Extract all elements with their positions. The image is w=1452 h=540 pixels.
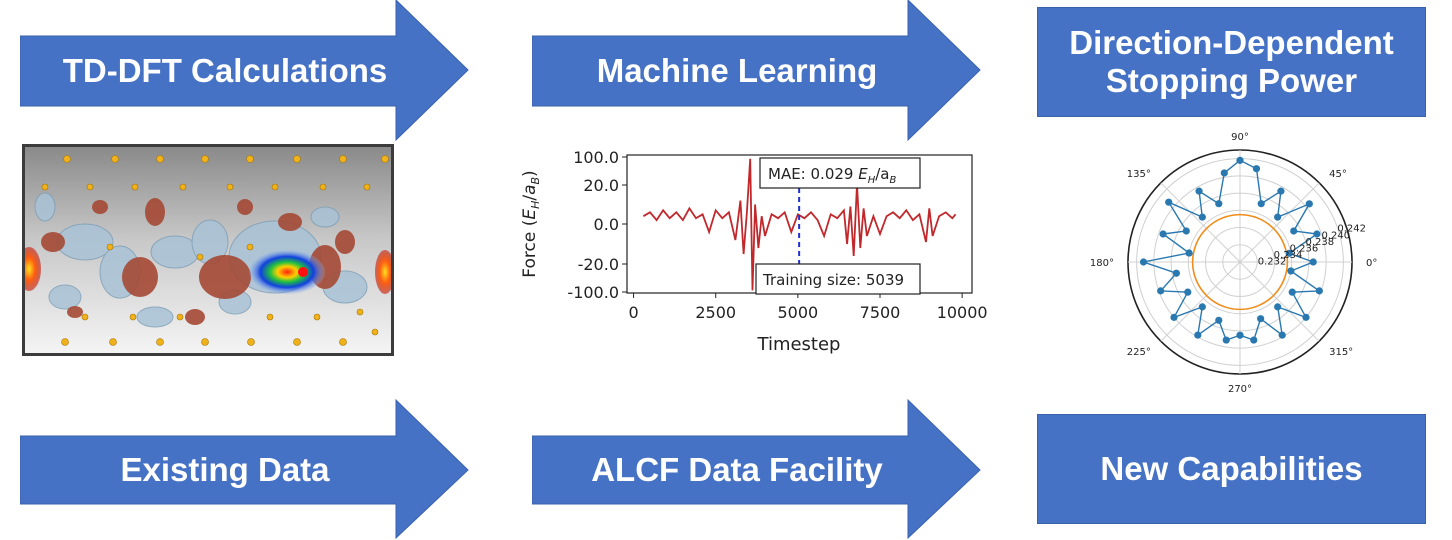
- polar-radial-label: 0.232: [1258, 257, 1287, 268]
- polar-point: [1313, 230, 1321, 238]
- polar-point: [1185, 249, 1193, 257]
- mae-annotation-box: [759, 157, 921, 189]
- polar-chart: 90°45°0°315°270°225°180°135° 0.2320.2340…: [1090, 132, 1377, 395]
- polar-angle-label: 270°: [1228, 384, 1252, 395]
- box-new-capabilities-label: New Capabilities: [1100, 450, 1363, 487]
- polar-point: [1252, 165, 1261, 173]
- polar-point: [1250, 336, 1258, 344]
- polar-point: [1170, 313, 1178, 321]
- polar-point: [1288, 288, 1296, 296]
- simulation-render: [25, 147, 391, 353]
- polar-point: [1198, 303, 1206, 311]
- polar-point: [1236, 156, 1244, 164]
- polar-grid-spoke: [1160, 261, 1241, 342]
- force-chart: 100.0 20.0 0.0 -20.0 -100.0 0 2500 5000 7500 100…: [520, 148, 988, 355]
- force-series-line: [642, 158, 957, 291]
- polar-reference-circle: [1191, 213, 1289, 311]
- polar-point: [1290, 227, 1298, 235]
- polar-point: [1287, 267, 1295, 275]
- tddft-simulation-image: [22, 144, 394, 356]
- polar-angle-label: 90°: [1231, 132, 1249, 143]
- force-ytick-label: 100.0: [573, 148, 619, 167]
- polar-angle-label: 225°: [1127, 347, 1151, 358]
- arrow-td-dft-label: TD-DFT Calculations: [62, 52, 388, 89]
- polar-point: [1277, 187, 1285, 195]
- mae-annotation: MAE: 0.029 EH/aB: [768, 165, 896, 186]
- polar-point: [1184, 288, 1192, 296]
- polar-point: [1157, 287, 1165, 295]
- polar-point: [1257, 315, 1265, 323]
- polar-angle-label: 180°: [1090, 258, 1114, 269]
- polar-point: [1315, 287, 1323, 295]
- arrow-existing-data: [20, 398, 469, 540]
- polar-point: [1215, 316, 1223, 324]
- polar-point: [1165, 198, 1173, 206]
- polar-grid-spoke: [1239, 182, 1320, 263]
- force-xtick-label: 7500: [860, 303, 901, 322]
- training-size-annotation: Training size: 5039: [762, 271, 904, 289]
- box-new-capabilities: [1037, 414, 1426, 524]
- polar-point: [1194, 331, 1202, 339]
- polar-radial-label: 0.238: [1306, 237, 1335, 248]
- force-ytick-label: 0.0: [594, 215, 619, 234]
- force-ylabel: Force (EH/aB): [520, 170, 542, 277]
- training-size-annotation-box: [755, 263, 921, 295]
- polar-angle-label: 0°: [1366, 258, 1377, 269]
- force-xlabel: Timestep: [757, 334, 841, 355]
- force-xtick-label: 2500: [695, 303, 736, 322]
- polar-point: [1274, 303, 1282, 311]
- force-ytick-label: 20.0: [583, 176, 619, 195]
- arrow-alcf-label: ALCF Data Facility: [591, 451, 883, 488]
- polar-point: [1198, 213, 1206, 221]
- polar-point: [1309, 258, 1317, 266]
- polar-point: [1222, 336, 1230, 344]
- box-stopping-power: [1037, 7, 1426, 117]
- polar-point: [1302, 313, 1310, 321]
- polar-point: [1236, 331, 1244, 339]
- force-xtick-label: 10000: [937, 303, 988, 322]
- polar-point: [1220, 169, 1228, 177]
- polar-grid-spoke: [1160, 182, 1241, 263]
- polar-point: [1285, 249, 1293, 257]
- arrow-alcf: [532, 398, 981, 540]
- polar-point: [1159, 230, 1167, 238]
- polar-angle-label: 45°: [1329, 169, 1347, 180]
- polar-grid-spoke: [1239, 261, 1320, 342]
- polar-radial-label: 0.234: [1274, 250, 1303, 261]
- force-xtick-label: 5000: [777, 303, 818, 322]
- polar-point: [1305, 200, 1313, 208]
- polar-point: [1172, 269, 1180, 277]
- force-ytick-label: -100.0: [567, 283, 619, 302]
- arrow-machine-learning: [532, 0, 981, 142]
- arrow-existing-data-label: Existing Data: [120, 451, 330, 488]
- arrow-machine-learning-label: Machine Learning: [596, 52, 878, 89]
- polar-point: [1139, 258, 1148, 266]
- force-xtick-label: 0: [628, 303, 638, 322]
- polar-angle-label: 135°: [1127, 169, 1151, 180]
- polar-point: [1274, 213, 1282, 221]
- polar-angle-label: 315°: [1329, 347, 1353, 358]
- polar-point: [1182, 227, 1190, 235]
- arrow-td-dft: [20, 0, 469, 142]
- polar-point: [1278, 331, 1286, 339]
- polar-radial-label: 0.242: [1337, 224, 1366, 235]
- force-ytick-label: -20.0: [578, 255, 619, 274]
- box-stopping-power-line2: Stopping Power: [1105, 62, 1358, 99]
- polar-radial-label: 0.236: [1290, 243, 1319, 254]
- polar-radial-label: 0.240: [1321, 230, 1350, 241]
- polar-point: [1257, 200, 1265, 208]
- polar-point: [1195, 187, 1203, 195]
- box-stopping-power-line1: Direction-Dependent: [1069, 24, 1394, 61]
- polar-point: [1215, 200, 1223, 208]
